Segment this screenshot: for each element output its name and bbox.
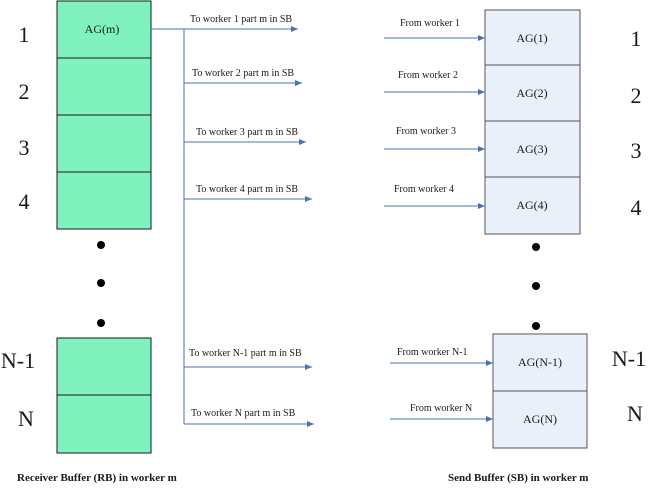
sb-caption: Send Buffer (SB) in worker m: [448, 472, 588, 484]
ellipsis-dot: [532, 322, 540, 330]
sb-cell-label: AG(4): [516, 198, 547, 212]
rb-cell-n: [56, 394, 152, 454]
ellipsis-dot: [97, 241, 105, 249]
sb-row-number: N-1: [612, 346, 646, 371]
sb-row-number: 4: [631, 195, 642, 220]
rb-cell-3: [56, 114, 152, 173]
rb-cell-1: [56, 0, 152, 59]
ellipsis-dot: [97, 319, 105, 327]
sb-row-number: N: [627, 401, 643, 426]
rb-row-number: N-1: [1, 348, 35, 373]
sb-cell-n-1: [492, 333, 588, 392]
sb-cell-label: AG(1): [516, 31, 547, 45]
rb-row-number: 3: [19, 135, 30, 160]
outgoing-arrow-label: To worker 3 part m in SB: [196, 127, 298, 138]
rb-cell-n-1: [56, 337, 152, 396]
incoming-arrows: From worker 1 From worker 2 From worker …: [384, 18, 493, 422]
sb-row-number: 1: [631, 26, 642, 51]
sb-cell-label: AG(3): [516, 142, 547, 156]
outgoing-arrow-label: To worker 2 part m in SB: [192, 68, 294, 79]
rb-row-numbers: 1 2 3 4 N-1 N: [1, 22, 35, 431]
rb-cell-2: [56, 57, 152, 116]
ellipsis-dot: [532, 282, 540, 290]
sb-row-number: 3: [631, 138, 642, 163]
sb-cell-1: [484, 9, 581, 66]
sb-cell-2: [484, 64, 581, 122]
rb-top-cell-label: AG(m): [85, 22, 120, 36]
sb-row-number: 2: [631, 83, 642, 108]
send-buffer: AG(1) AG(2) AG(3) AG(4) AG(N-1) AG(N): [484, 9, 588, 449]
rb-row-number: N: [18, 406, 34, 431]
sb-ellipsis: [532, 243, 540, 330]
incoming-arrow-label: From worker 2: [398, 70, 458, 81]
outgoing-arrow-label: To worker 4 part m in SB: [196, 184, 298, 195]
incoming-arrow-label: From worker 4: [394, 184, 454, 195]
rb-cell-4: [56, 171, 152, 230]
rb-row-number: 4: [19, 189, 30, 214]
incoming-arrow-label: From worker N-1: [397, 347, 468, 358]
incoming-arrow-label: From worker N: [410, 403, 472, 414]
sb-cell-n: [492, 390, 588, 449]
ellipsis-dot: [97, 279, 105, 287]
outgoing-arrow-label: To worker N part m in SB: [191, 408, 296, 419]
outgoing-arrow-label: To worker 1 part m in SB: [190, 14, 292, 25]
rb-caption: Receiver Buffer (RB) in worker m: [17, 472, 177, 484]
sb-cell-3: [484, 120, 581, 178]
incoming-arrow-label: From worker 1: [400, 18, 460, 29]
sb-cell-label: AG(N-1): [518, 355, 562, 369]
sb-cell-label: AG(N): [523, 412, 557, 426]
sb-cell-label: AG(2): [516, 86, 547, 100]
rb-row-number: 2: [19, 79, 30, 104]
sb-cell-4: [484, 176, 581, 235]
ellipsis-dot: [532, 243, 540, 251]
rb-row-number: 1: [19, 22, 30, 47]
rb-ellipsis: [97, 241, 105, 327]
outgoing-arrow-label: To worker N-1 part m in SB: [189, 348, 302, 359]
receive-buffer: AG(m): [56, 0, 152, 454]
outgoing-arrows: To worker 1 part m in SB To worker 2 par…: [151, 14, 314, 427]
sb-row-numbers: 1 2 3 4 N-1 N: [612, 26, 646, 426]
incoming-arrow-label: From worker 3: [396, 126, 456, 137]
